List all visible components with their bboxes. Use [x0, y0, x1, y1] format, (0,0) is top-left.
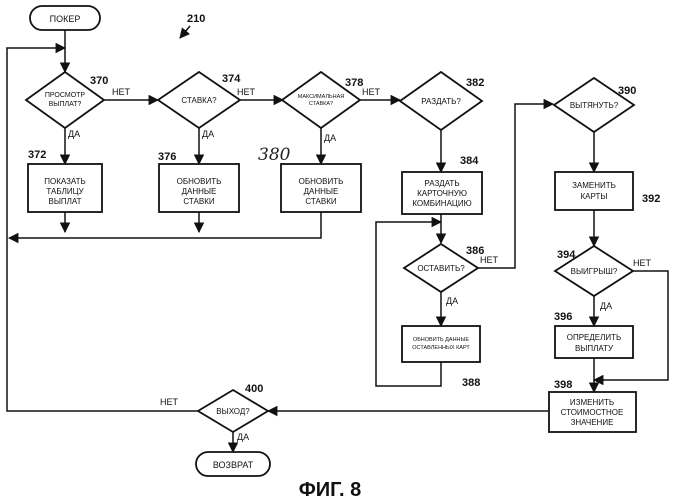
figure-pointer-arrow [180, 26, 190, 38]
process-380-line3: СТАВКИ [305, 197, 336, 206]
process-392-line1: ЗАМЕНИТЬ [572, 181, 616, 190]
end-label: ВОЗВРАТ [213, 460, 254, 470]
process-384-ref: 384 [460, 155, 479, 167]
decision-374-ref: 374 [222, 73, 241, 85]
end-terminal: ВОЗВРАТ [196, 452, 270, 476]
process-392: ЗАМЕНИТЬ КАРТЫ 392 [555, 172, 660, 210]
decision-386-text: ОСТАВИТЬ? [417, 264, 465, 273]
figure-number: 210 [187, 13, 205, 25]
edge-380-return [9, 212, 321, 238]
edge-386-390 [478, 104, 553, 268]
decision-378: МАКСИМАЛЬНАЯ СТАВКА? 378 [282, 72, 363, 128]
label-374-no: НЕТ [237, 87, 256, 97]
process-372-line1: ПОКАЗАТЬ [44, 177, 86, 186]
label-378-yes: ДА [324, 133, 336, 143]
decision-390-ref: 390 [618, 85, 636, 97]
decision-370-line2: ВЫПЛАТ? [49, 101, 82, 108]
process-398-line2: СТОИМОСТНОЕ [561, 408, 624, 417]
decision-370-ref: 370 [90, 75, 108, 87]
decision-382-ref: 382 [466, 77, 484, 89]
decision-382-text: РАЗДАТЬ? [421, 97, 461, 106]
label-370-yes: ДА [68, 129, 80, 139]
process-384-line1: РАЗДАТЬ [424, 179, 459, 188]
label-400-no: НЕТ [160, 397, 179, 407]
decision-400-ref: 400 [245, 383, 263, 395]
label-370-no: НЕТ [112, 87, 131, 97]
label-386-no: НЕТ [480, 255, 499, 265]
process-396-line2: ВЫПЛАТУ [575, 344, 614, 353]
decision-394-ref: 394 [557, 249, 576, 261]
start-label: ПОКЕР [50, 14, 81, 24]
process-384-line3: КОМБИНАЦИЮ [412, 199, 471, 208]
process-384-line2: КАРТОЧНУЮ [417, 189, 467, 198]
label-386-yes: ДА [446, 296, 458, 306]
decision-370-line1: ПРОСМОТР [45, 92, 86, 99]
process-388-line1: ОБНОВИТЬ ДАННЫЕ [413, 337, 469, 343]
process-396-line1: ОПРЕДЕЛИТЬ [567, 333, 622, 342]
process-384: РАЗДАТЬ КАРТОЧНУЮ КОМБИНАЦИЮ 384 [402, 155, 482, 214]
process-392-ref: 392 [642, 193, 660, 205]
process-396-ref: 396 [554, 311, 572, 323]
process-376-ref: 376 [158, 151, 176, 163]
process-380: ОБНОВИТЬ ДАННЫЕ СТАВКИ 380 [258, 145, 361, 212]
process-372-ref: 372 [28, 149, 46, 161]
process-398-ref: 398 [554, 379, 572, 391]
process-388-line2: ОСТАВЛЕННЫХ КАРТ [412, 345, 470, 351]
process-376-line2: ДАННЫЕ [182, 187, 217, 196]
process-398-line1: ИЗМЕНИТЬ [570, 398, 614, 407]
process-372-line2: ТАБЛИЦУ [46, 187, 84, 196]
process-392-line2: КАРТЫ [581, 192, 608, 201]
decision-374-text: СТАВКА? [181, 96, 217, 105]
label-378-no: НЕТ [362, 87, 381, 97]
decision-386: ОСТАВИТЬ? 386 [404, 244, 484, 292]
decision-378-line2: СТАВКА? [309, 101, 333, 107]
label-394-no: НЕТ [633, 258, 652, 268]
decision-378-line1: МАКСИМАЛЬНАЯ [298, 94, 345, 100]
label-400-yes: ДА [237, 432, 249, 442]
start-terminal: ПОКЕР [30, 6, 100, 30]
decision-390: ВЫТЯНУТЬ? 390 [554, 78, 636, 132]
decision-394: ВЫИГРЫШ? 394 [555, 246, 633, 296]
decision-390-text: ВЫТЯНУТЬ? [570, 101, 619, 110]
label-394-yes: ДА [600, 301, 612, 311]
decision-374: СТАВКА? 374 [158, 72, 241, 128]
process-380-ref: 380 [258, 145, 291, 165]
process-376-line3: СТАВКИ [183, 197, 214, 206]
figure-caption: ФИГ. 8 [299, 479, 362, 500]
label-374-yes: ДА [202, 129, 214, 139]
decision-382: РАЗДАТЬ? 382 [400, 72, 484, 130]
process-388-ref: 388 [462, 377, 480, 389]
process-380-line1: ОБНОВИТЬ [299, 177, 344, 186]
process-380-line2: ДАННЫЕ [304, 187, 339, 196]
decision-400: ВЫХОД? 400 [198, 383, 268, 432]
decision-370: ПРОСМОТР ВЫПЛАТ? 370 [26, 72, 108, 128]
process-372-line3: ВЫПЛАТ [48, 197, 81, 206]
process-398-line3: ЗНАЧЕНИЕ [571, 418, 614, 427]
process-376-line1: ОБНОВИТЬ [177, 177, 222, 186]
decision-378-ref: 378 [345, 77, 363, 89]
decision-400-text: ВЫХОД? [216, 407, 250, 416]
process-398: ИЗМЕНИТЬ СТОИМОСТНОЕ ЗНАЧЕНИЕ 398 [549, 379, 636, 432]
decision-394-text: ВЫИГРЫШ? [571, 267, 618, 276]
